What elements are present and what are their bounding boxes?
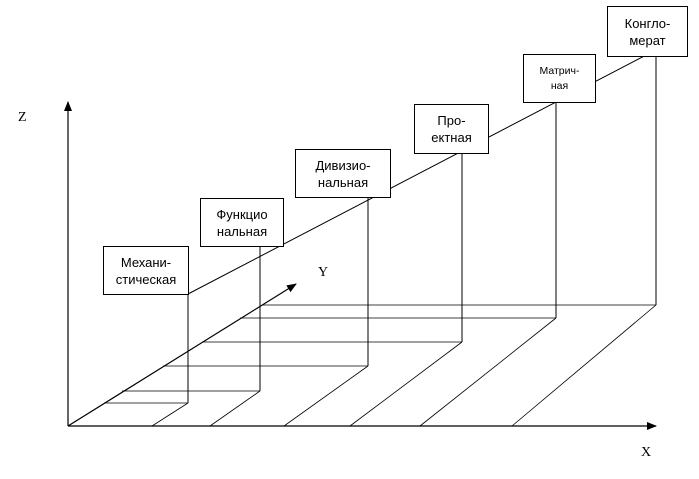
box-divisional-line1: Дивизио- (315, 157, 371, 173)
box-conglomerate: Конгло- мерат (607, 6, 688, 57)
y-axis-label: Y (318, 265, 329, 280)
box-project: Про- ектная (414, 104, 489, 154)
box-matrix: Матрич- ная (523, 54, 596, 103)
box-conglomerate-line2: мерат (629, 32, 666, 48)
box-mechanistic: Механи- стическая (103, 246, 189, 295)
box-mechanistic-line1: Механи- (120, 254, 172, 270)
x-axis-label: X (641, 445, 652, 460)
box-divisional-line2: нальная (317, 174, 369, 190)
box-conglomerate-line1: Конгло- (624, 15, 671, 31)
box-functional-line2: нальная (216, 223, 268, 239)
box-functional: Функцио нальная (200, 198, 284, 247)
box-divisional: Дивизио- нальная (295, 149, 391, 198)
box-project-line2: ектная (431, 130, 472, 145)
box-matrix-line1: Матрич- (539, 64, 580, 77)
y-axis (67, 283, 297, 427)
vertical-lines (187, 57, 657, 403)
floor-lines (104, 304, 656, 404)
z-axis-label: Z (18, 110, 27, 125)
box-mechanistic-line2: стическая (115, 271, 177, 287)
box-functional-line1: Функцио (216, 206, 268, 222)
box-matrix-line2: ная (550, 79, 569, 92)
floor-diagonals (151, 304, 657, 427)
box-project-line1: Про- (437, 113, 466, 128)
